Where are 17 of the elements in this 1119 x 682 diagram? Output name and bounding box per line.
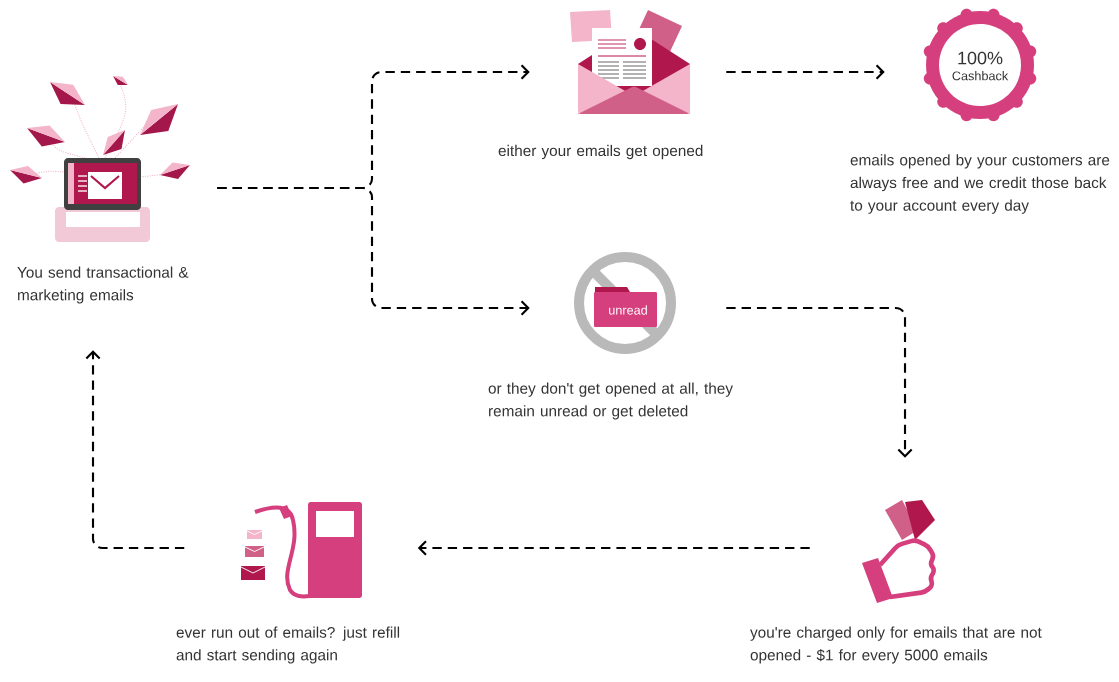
arrow [726, 306, 913, 458]
node-label: or they don't get opened at all, they remain unread or get deleted [488, 382, 733, 420]
node-label: emails opened by your customers are always free and we credit those back to your account every day [850, 154, 1110, 214]
arrow [85, 350, 185, 550]
arrow [217, 186, 530, 316]
node-label: either your emails get opened [498, 144, 703, 160]
fuel-pump-drawing [240, 502, 362, 599]
arrow [417, 540, 810, 556]
laptop-drawing [10, 76, 190, 242]
envelope-drawing [570, 10, 690, 114]
no-entry-folder-drawing: unread [574, 252, 676, 354]
cashback-badge: 100% Cashback [923, 8, 1037, 122]
node-label: You send transactional & marketing emails [17, 266, 189, 304]
node-label: ever run out of emails? just refill and start sending again [176, 626, 400, 664]
hand-with-money-drawing [862, 500, 936, 603]
node-label: you're charged only for emails that are not opened - $1 for every 5000 emails [750, 626, 1042, 664]
arrow [726, 64, 885, 80]
